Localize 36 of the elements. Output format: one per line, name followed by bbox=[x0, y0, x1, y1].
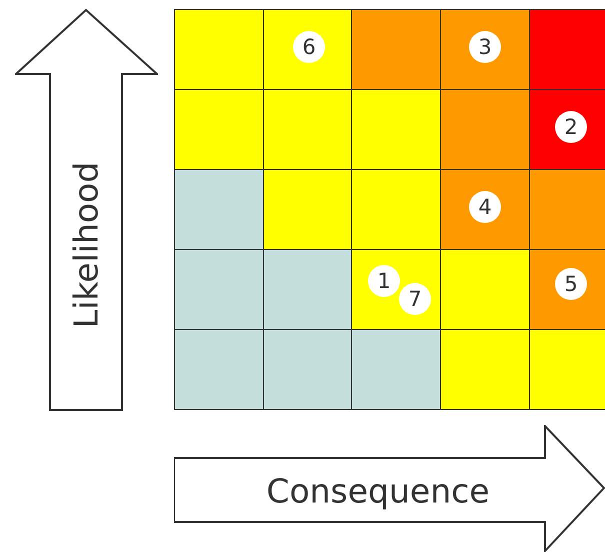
risk-matrix-cell bbox=[440, 89, 530, 170]
risk-number-marker: 5 bbox=[555, 268, 587, 300]
risk-matrix-cell bbox=[529, 329, 605, 410]
risk-number-marker: 2 bbox=[555, 111, 587, 143]
risk-matrix-cell bbox=[263, 249, 352, 330]
risk-matrix-cell bbox=[174, 249, 264, 330]
risk-matrix-cell bbox=[174, 329, 264, 410]
risk-matrix-cell bbox=[440, 169, 530, 250]
block-arrow-up bbox=[15, 9, 158, 411]
risk-matrix-cell bbox=[351, 329, 441, 410]
risk-number-marker: 1 bbox=[368, 265, 400, 297]
risk-number-marker: 4 bbox=[469, 191, 501, 223]
risk-number-marker: 7 bbox=[399, 283, 431, 315]
axis-label: Consequence bbox=[266, 472, 490, 510]
risk-matrix-cell bbox=[440, 9, 530, 90]
risk-matrix-cell bbox=[529, 169, 605, 250]
risk-matrix-cell bbox=[351, 9, 441, 90]
risk-matrix-cell bbox=[174, 89, 264, 170]
risk-matrix-cell bbox=[440, 329, 530, 410]
risk-matrix-cell bbox=[174, 9, 264, 90]
risk-matrix-cell bbox=[174, 169, 264, 250]
risk-matrix-cell bbox=[351, 89, 441, 170]
risk-number-marker: 3 bbox=[469, 31, 501, 63]
risk-matrix-cell bbox=[351, 169, 441, 250]
axis-label: Likelihood bbox=[66, 162, 106, 328]
risk-matrix-cell bbox=[263, 169, 352, 250]
risk-number-marker: 6 bbox=[293, 31, 325, 63]
block-arrow-right bbox=[174, 425, 605, 552]
risk-matrix-cell bbox=[529, 89, 605, 170]
risk-matrix-cell bbox=[529, 249, 605, 330]
risk-matrix-cell bbox=[263, 329, 352, 410]
risk-matrix-cell bbox=[440, 249, 530, 330]
risk-matrix-cell bbox=[263, 9, 352, 90]
risk-matrix-cell bbox=[529, 9, 605, 90]
risk-matrix-cell bbox=[351, 249, 441, 330]
risk-matrix-cell bbox=[263, 89, 352, 170]
